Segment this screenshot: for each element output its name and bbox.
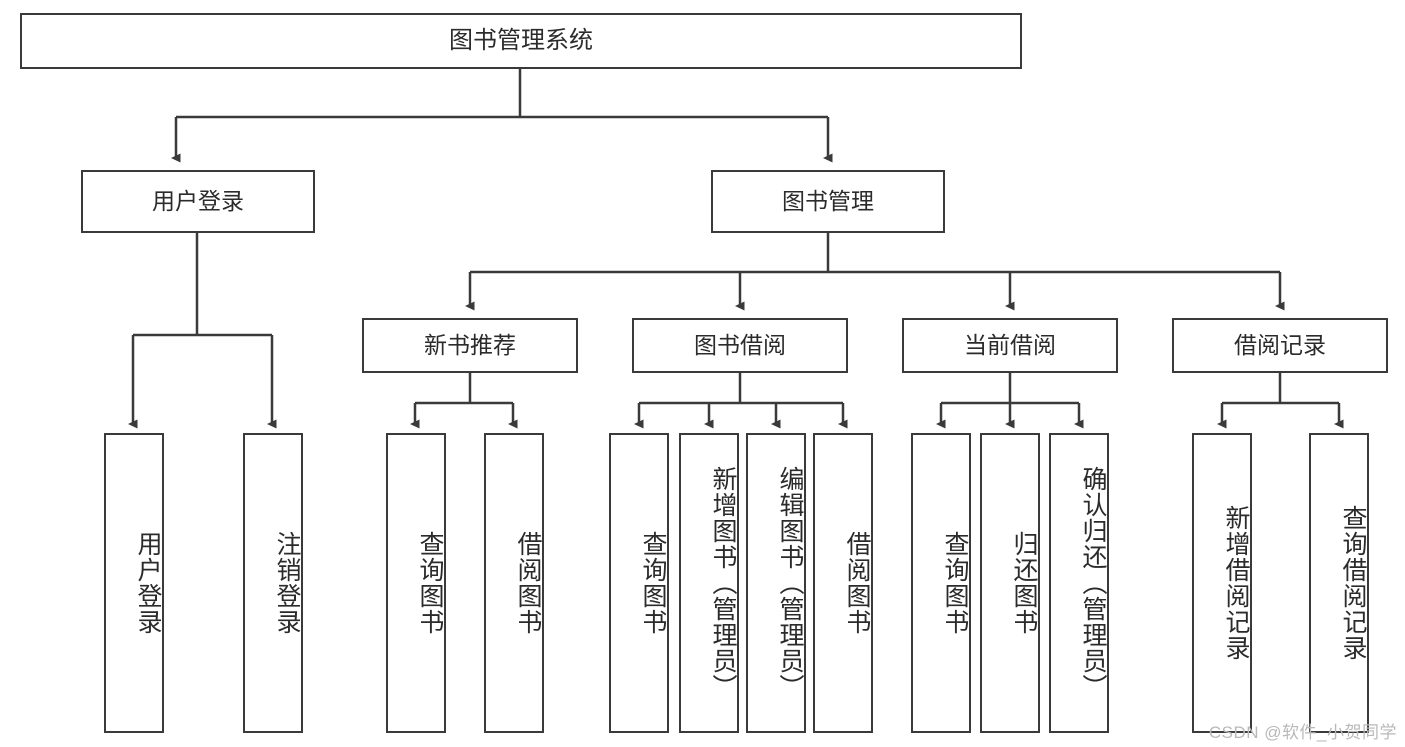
node-label: 借阅图书 [843, 531, 871, 635]
node-label: 图书管理系统 [449, 26, 593, 54]
leaf-record-add-record[interactable]: 新增借阅记录 [1192, 433, 1252, 733]
node-label: 查询图书 [416, 531, 444, 635]
node-label: 查询图书 [639, 531, 667, 635]
node-label: 当前借阅 [964, 331, 1056, 358]
node-label: 注销登录 [273, 531, 301, 635]
node-borrow-record[interactable]: 借阅记录 [1172, 318, 1388, 373]
leaf-current-confirm-return-admin[interactable]: 确认归还（管理员） [1049, 433, 1109, 733]
node-current-borrow[interactable]: 当前借阅 [902, 318, 1118, 373]
leaf-current-return-book[interactable]: 归还图书 [980, 433, 1040, 733]
leaf-current-query-book[interactable]: 查询图书 [911, 433, 971, 733]
node-label: 新增图书（管理员） [709, 466, 737, 700]
node-label: 图书借阅 [694, 331, 786, 358]
node-label: 查询借阅记录 [1339, 505, 1367, 661]
csdn-watermark: CSDN @软件_小贺同学 [1208, 723, 1397, 742]
leaf-recommend-query-book[interactable]: 查询图书 [386, 433, 446, 733]
node-root-system[interactable]: 图书管理系统 [20, 13, 1022, 69]
node-label: 确认归还（管理员） [1079, 466, 1107, 700]
leaf-borrow-query-book[interactable]: 查询图书 [609, 433, 669, 733]
node-label: 图书管理 [782, 187, 874, 214]
leaf-recommend-borrow-book[interactable]: 借阅图书 [484, 433, 544, 733]
leaf-borrow-borrow-book[interactable]: 借阅图书 [813, 433, 873, 733]
node-label: 用户登录 [152, 187, 244, 214]
node-book-management[interactable]: 图书管理 [711, 170, 945, 233]
leaf-user-login-signout[interactable]: 注销登录 [243, 433, 303, 733]
node-user-login[interactable]: 用户登录 [81, 170, 315, 233]
node-label: 查询图书 [941, 531, 969, 635]
node-label: 借阅图书 [514, 531, 542, 635]
leaf-borrow-edit-book-admin[interactable]: 编辑图书（管理员） [746, 433, 806, 733]
leaf-borrow-add-book-admin[interactable]: 新增图书（管理员） [679, 433, 739, 733]
node-label: 新增借阅记录 [1222, 505, 1250, 661]
node-label: 编辑图书（管理员） [776, 466, 804, 700]
leaf-user-login-signin[interactable]: 用户登录 [104, 433, 164, 733]
node-label: 归还图书 [1010, 531, 1038, 635]
leaf-record-query-record[interactable]: 查询借阅记录 [1309, 433, 1369, 733]
node-new-book-recommend[interactable]: 新书推荐 [362, 318, 578, 373]
node-label: 用户登录 [134, 531, 162, 635]
node-label: 新书推荐 [424, 331, 516, 358]
node-book-borrow[interactable]: 图书借阅 [632, 318, 848, 373]
node-label: 借阅记录 [1234, 331, 1326, 358]
